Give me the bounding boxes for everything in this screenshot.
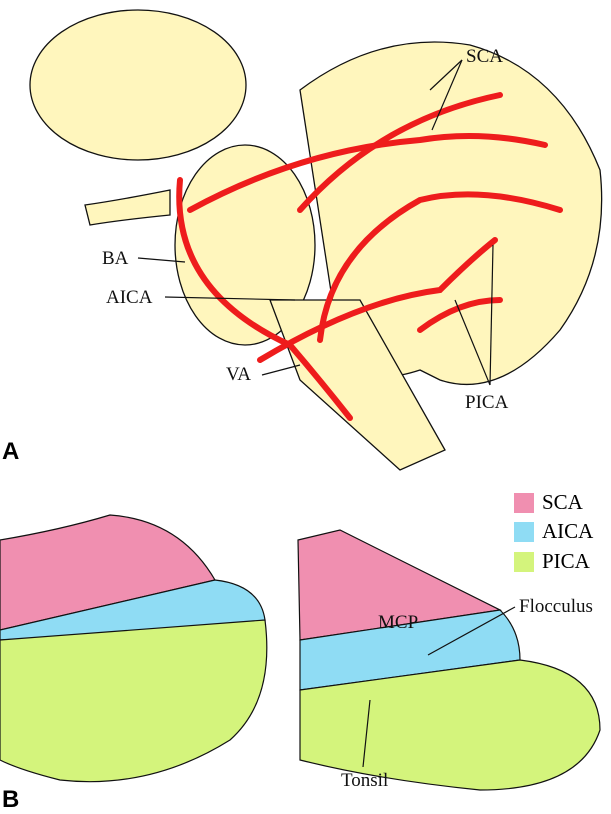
panel-b-left [0, 514, 268, 783]
label-tonsil: Tonsil [341, 770, 389, 791]
nerve [84, 189, 171, 226]
panel-a-brainstem-cerebellum [29, 9, 603, 471]
panel-a-label: A [2, 438, 20, 465]
legend-item-aica: AICA [514, 519, 593, 544]
legend-label: SCA [542, 490, 583, 514]
artery-pica [257, 237, 498, 363]
legend-swatch [514, 521, 534, 542]
legend-item-sca: SCA [514, 490, 583, 515]
artery-sca-branch [297, 92, 503, 213]
legend-label: AICA [542, 519, 594, 543]
label-mcp: MCP [378, 612, 419, 633]
pointer-lines [137, 59, 516, 768]
artery-aica [317, 191, 563, 343]
artery-ba-va [176, 177, 353, 421]
legend-item-pica: PICA [514, 549, 590, 574]
label-va: VA [226, 364, 251, 385]
legend-swatch [514, 492, 534, 513]
cerebellum [299, 41, 603, 386]
label-sca: SCA [466, 46, 503, 67]
pons [174, 144, 316, 346]
label-pica: PICA [465, 392, 509, 413]
label-ba: BA [102, 248, 129, 269]
cerebrum-lobe [29, 9, 247, 161]
panel-b-right [297, 529, 601, 791]
panel-b-label: B [2, 786, 20, 813]
legend-swatch [514, 551, 534, 572]
legend-label: PICA [542, 549, 590, 573]
artery-sca [187, 133, 548, 213]
label-aica: AICA [106, 287, 153, 308]
label-flocculus: Flocculus [519, 596, 593, 617]
